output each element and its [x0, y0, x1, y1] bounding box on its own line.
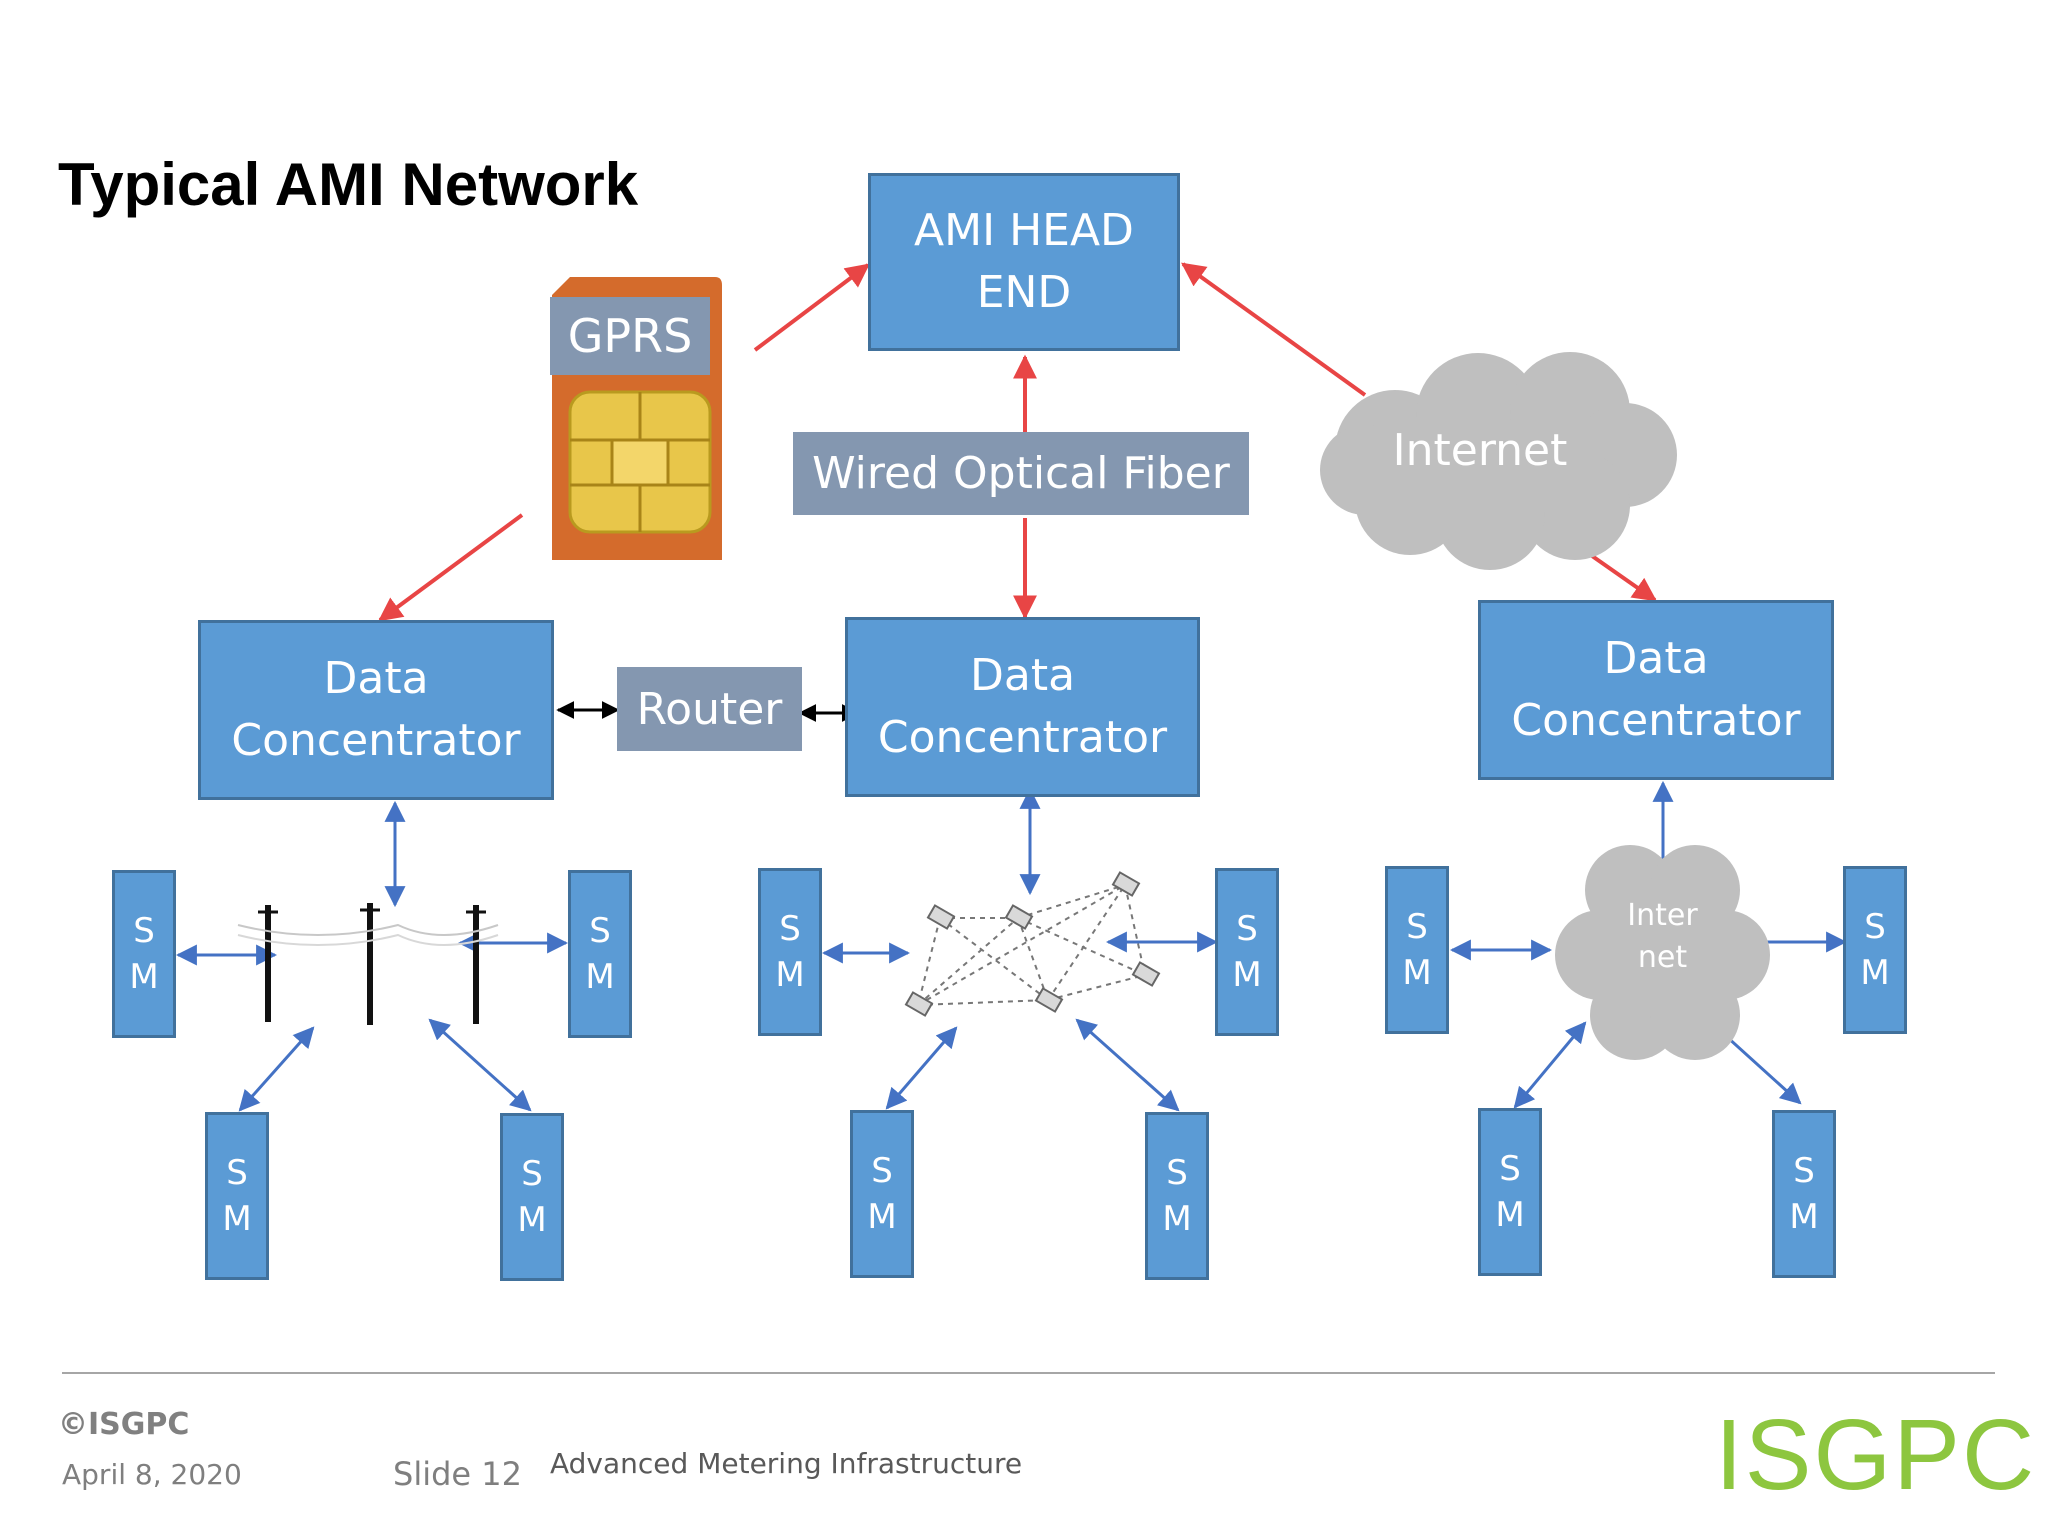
ami-head-end-box: AMI HEAD END	[868, 173, 1180, 351]
arrow-gprs-to-headend	[753, 263, 870, 352]
internet-cloud-shape	[1320, 352, 1677, 570]
isgpc-logo: ISGPC	[1715, 1399, 2037, 1511]
gprs-label: GPRS	[550, 297, 710, 375]
head-end-line1: AMI HEAD	[914, 205, 1134, 256]
dc-mid-line1: Data	[969, 650, 1076, 701]
dc-left-line1: Data	[323, 653, 429, 704]
dc-right-line1: Data	[1603, 633, 1709, 684]
dc-mid-line2: Concentrator	[877, 712, 1168, 763]
small-internet-cloud-shape	[1555, 845, 1770, 1060]
small-cloud-line2: net	[1637, 940, 1688, 975]
footer-slide-number: Slide 12	[393, 1455, 522, 1493]
red-arrows	[378, 262, 1657, 622]
small-internet-cloud-label: Inter net	[1600, 895, 1725, 985]
wired-optical-fiber-label: Wired Optical Fiber	[793, 432, 1249, 515]
powerline-poles-illustration	[237, 903, 499, 1025]
footer-copyright: ©ISGPC	[58, 1407, 190, 1442]
dc-left-line2: Concentrator	[231, 715, 521, 766]
small-cloud-line1: Inter	[1627, 898, 1698, 933]
dc-right-line2: Concentrator	[1511, 695, 1801, 746]
slide-title: Typical AMI Network	[58, 151, 639, 218]
footer-subject: Advanced Metering Infrastructure	[550, 1447, 1023, 1480]
mesh-network-illustration	[904, 871, 1161, 1017]
head-end-line2: END	[976, 267, 1072, 318]
router-label: Router	[617, 667, 802, 751]
arrow-internet-to-headend	[1181, 262, 1367, 397]
internet-cloud-label: Internet	[1392, 425, 1568, 476]
footer-date: April 8, 2020	[62, 1458, 242, 1491]
arrow-gprs-to-dc-left	[378, 513, 524, 622]
